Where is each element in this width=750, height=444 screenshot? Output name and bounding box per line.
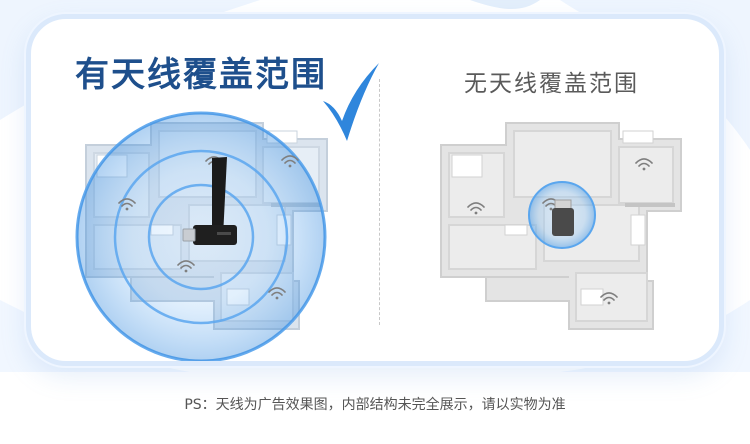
comparison-card: 有天线覆盖范围 无天线覆盖范围 [26, 14, 724, 366]
panel-divider [379, 79, 380, 325]
usb-adapter-no-antenna-right [552, 199, 574, 236]
usb-adapter-with-antenna-left [182, 157, 237, 245]
title-with-antenna: 有天线覆盖范围 [75, 55, 327, 95]
floorplans-illustration [75, 111, 682, 361]
disclaimer-footnote: PS：天线为广告效果图，内部结构未完全展示，请以实物为准 [184, 397, 566, 413]
checkmark-icon [323, 63, 379, 141]
floorplan-left [75, 111, 328, 361]
floorplan-right [440, 122, 682, 330]
title-without-antenna: 无天线覆盖范围 [464, 71, 639, 97]
